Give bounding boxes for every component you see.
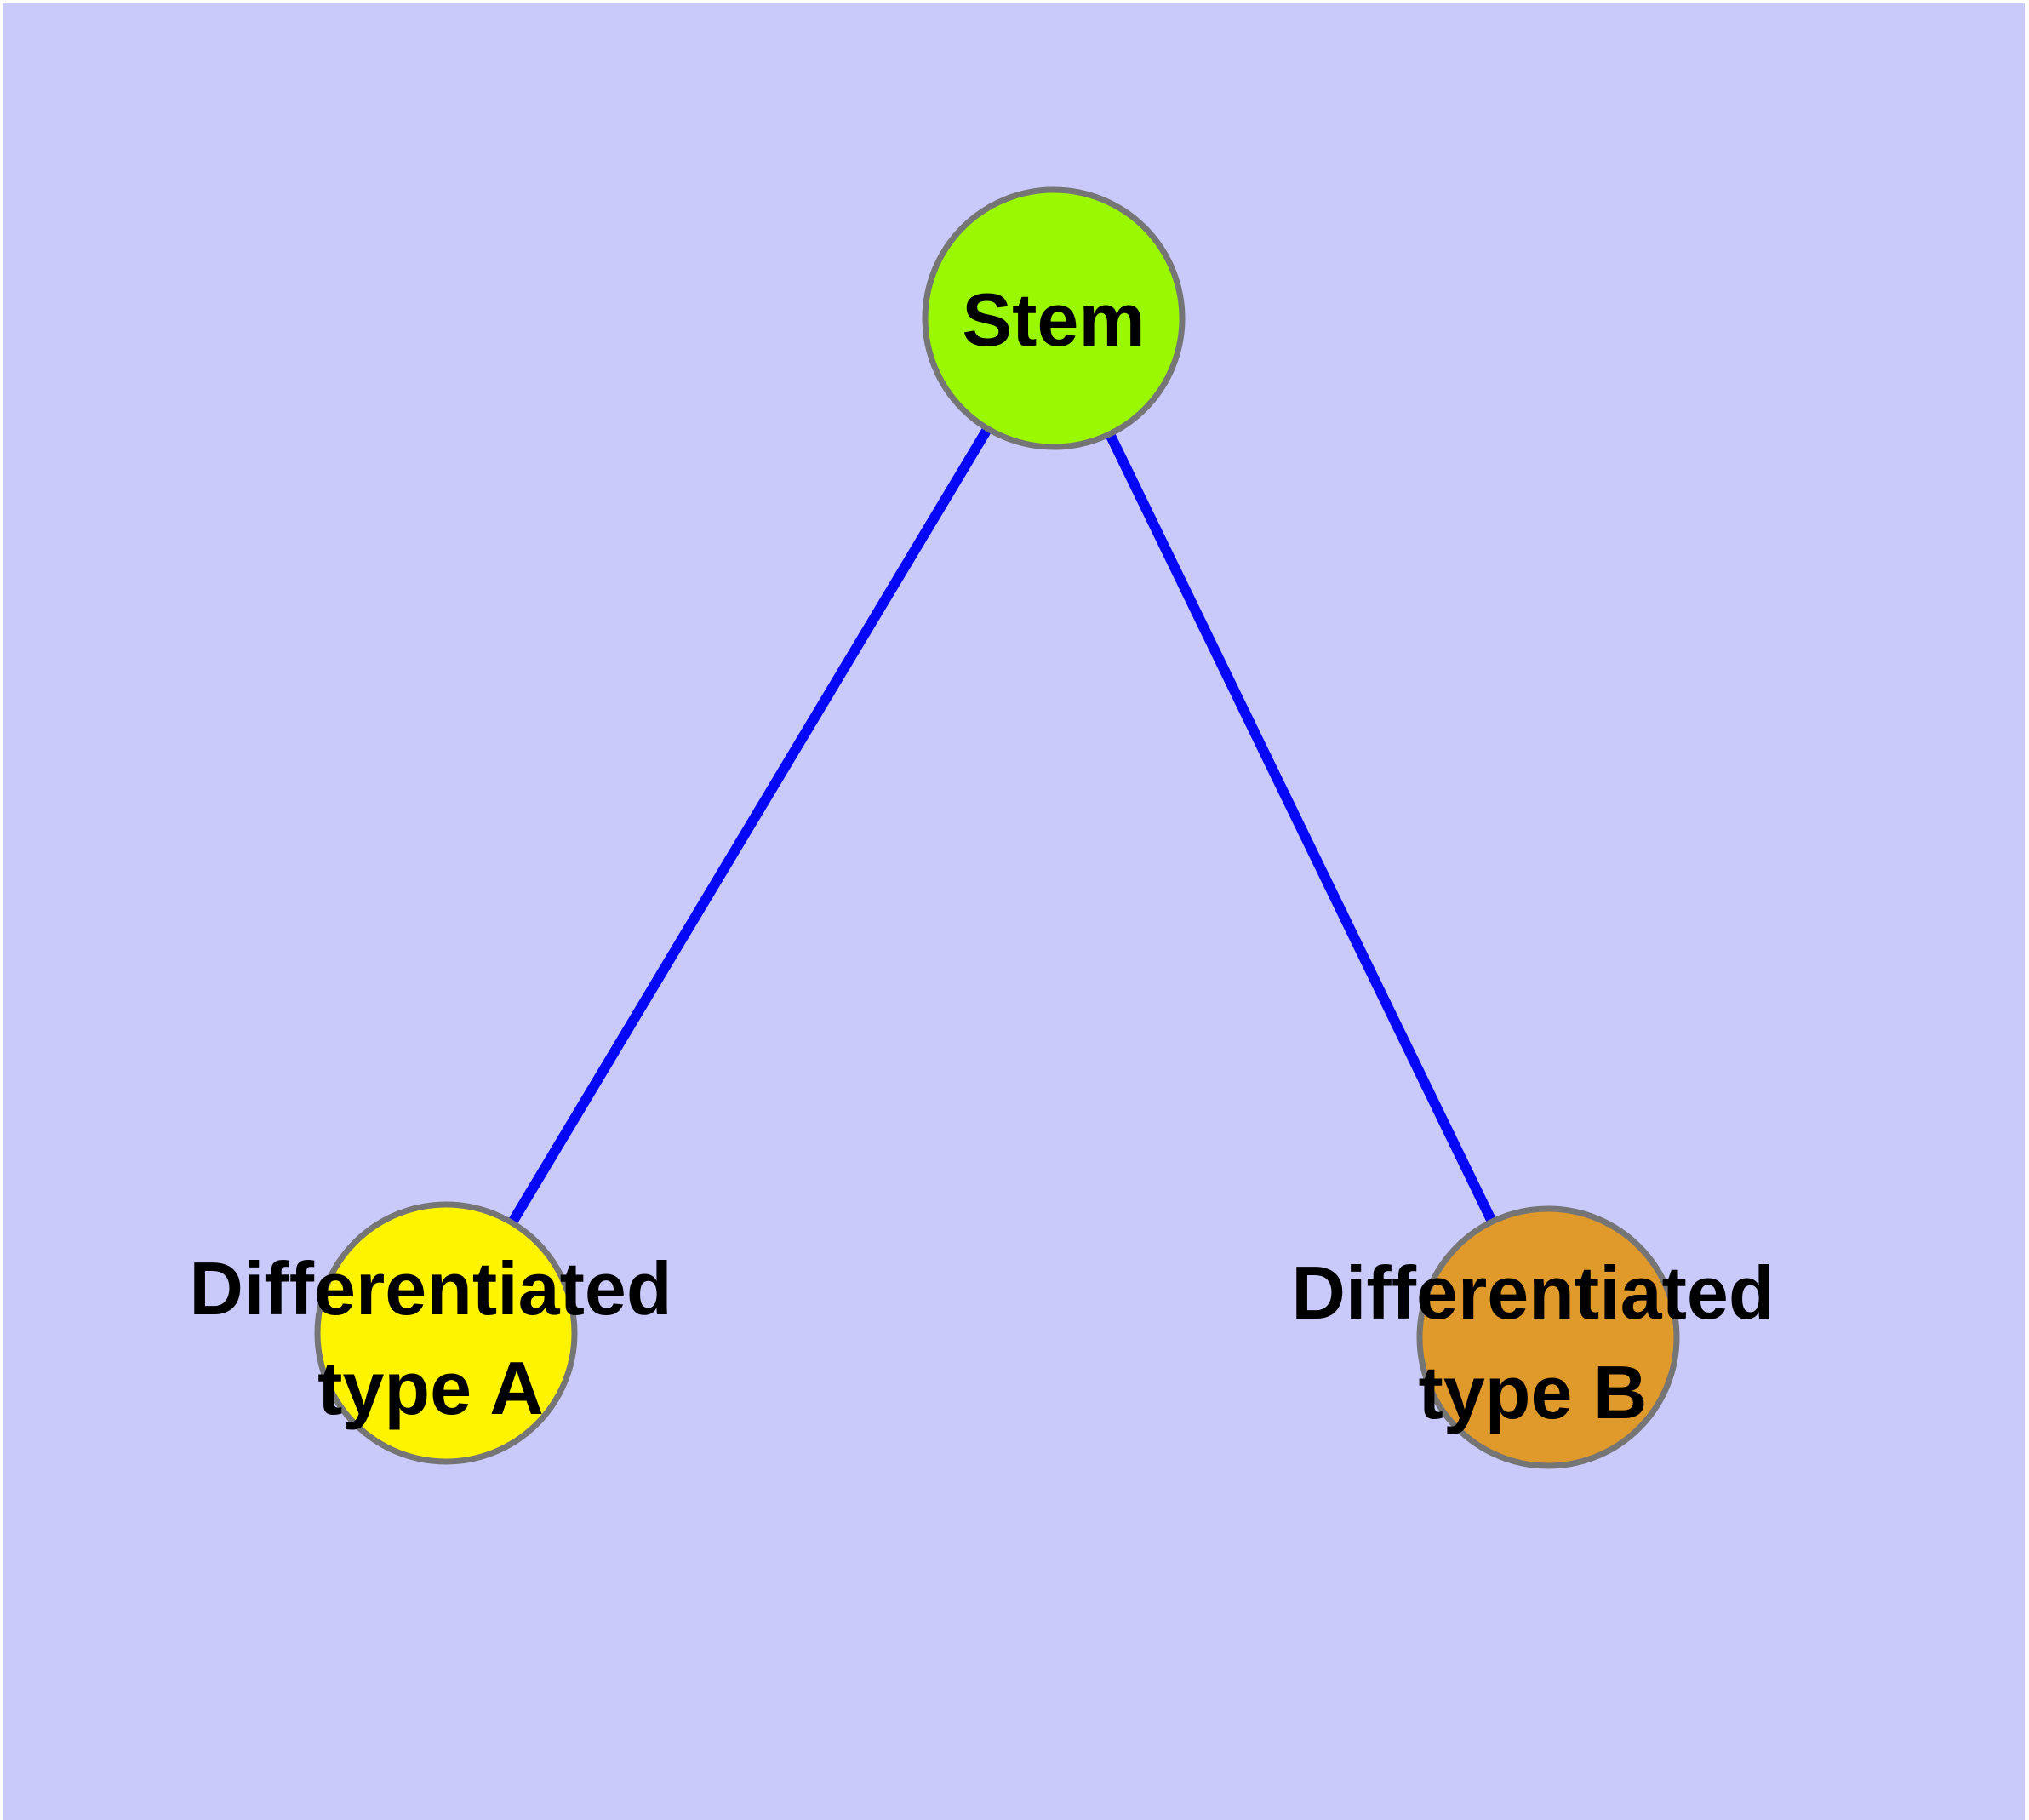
node-label-line: type A	[317, 1346, 544, 1430]
node-differentiated-type-a	[314, 1201, 578, 1465]
node-label-differentiated-type-a: Differentiated type A	[189, 1246, 672, 1430]
edge-stem-to-differentiated-type-b	[1049, 316, 1553, 1340]
node-stem	[922, 186, 1186, 450]
node-label-line: type B	[1419, 1350, 1648, 1434]
node-differentiated-type-b	[1416, 1205, 1680, 1469]
node-label-line: Differentiated	[189, 1246, 672, 1331]
edge-stem-to-differentiated-type-a	[441, 315, 1059, 1336]
node-label-differentiated-type-b: Differentiated type B	[1291, 1251, 1774, 1434]
node-label-stem: Stem	[962, 278, 1145, 362]
node-label-line: Differentiated	[1291, 1251, 1774, 1335]
node-label-line: Stem	[962, 278, 1145, 362]
